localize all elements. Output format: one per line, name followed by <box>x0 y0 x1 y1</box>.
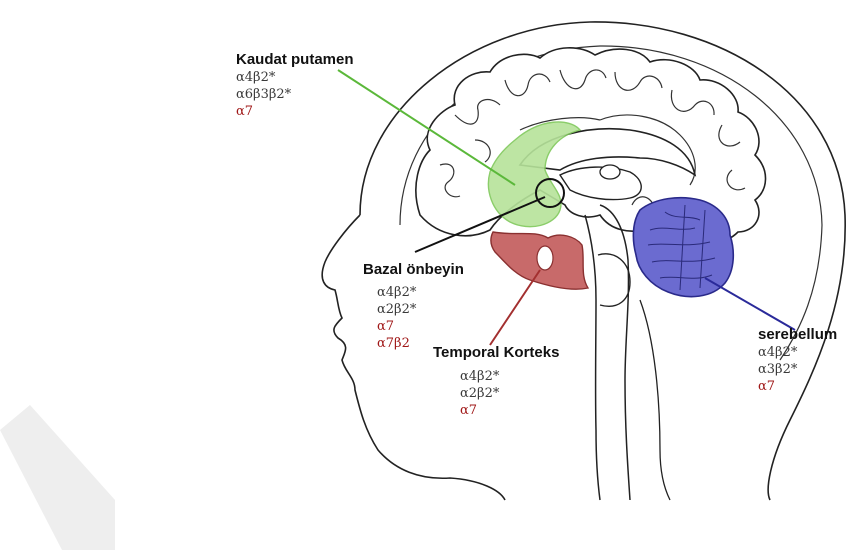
serebellum-subunit-1: α4β2* <box>758 346 837 359</box>
kaudat-title: Kaudat putamen <box>236 52 354 67</box>
label-temporal-subunits: α4β2* α2β2* α7 <box>460 366 499 417</box>
temporal-subunit-2: α2β2* <box>460 387 499 400</box>
pons <box>598 254 630 306</box>
serebellum-title: serebellum <box>758 327 837 342</box>
pineal-oval <box>600 165 620 179</box>
kaudat-subunit-2: α6β3β2* <box>236 88 354 101</box>
label-serebellum: serebellum α4β2* α3β2* α7 <box>758 327 837 393</box>
kaudat-subunit-1: α4β2* <box>236 71 354 84</box>
bazal-subunit-4: α7β2 <box>377 337 416 350</box>
temporal-subunit-1: α4β2* <box>460 370 499 383</box>
temporal-hole <box>537 246 553 270</box>
serebellum-subunit-2: α3β2* <box>758 363 837 376</box>
bazal-title: Bazal önbeyin <box>363 262 464 277</box>
cerebellum-region <box>633 198 733 297</box>
bazal-subunit-3: α7 <box>377 320 416 333</box>
watermark-stripe <box>0 405 115 550</box>
serebellum-subunit-3: α7 <box>758 380 837 393</box>
kaudat-subunit-3: α7 <box>236 105 354 118</box>
label-bazal-onbeyin: Bazal önbeyin <box>363 262 464 277</box>
label-kaudat-putamen: Kaudat putamen α4β2* α6β3β2* α7 <box>236 52 354 118</box>
serebellum-leader-line <box>705 278 795 330</box>
label-temporal-korteks: Temporal Korteks <box>433 345 559 360</box>
temporal-title: Temporal Korteks <box>433 345 559 360</box>
temporal-subunit-3: α7 <box>460 404 499 417</box>
bazal-subunit-2: α2β2* <box>377 303 416 316</box>
bazal-subunit-1: α4β2* <box>377 286 416 299</box>
spinal-cord-outer <box>640 300 670 500</box>
brain-stem <box>585 205 630 500</box>
temporal-leader-line <box>490 270 540 345</box>
label-bazal-subunits: α4β2* α2β2* α7 α7β2 <box>377 282 416 350</box>
